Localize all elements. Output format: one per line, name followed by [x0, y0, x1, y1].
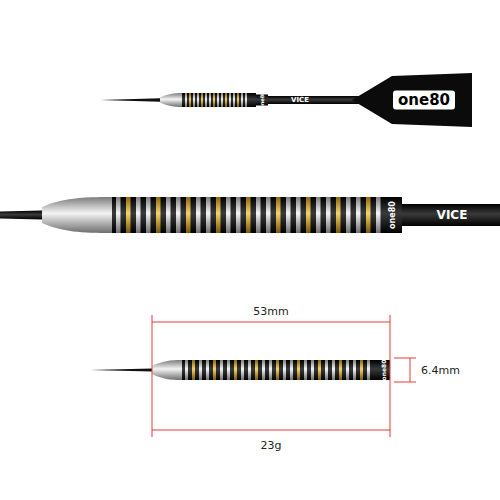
barrel-ring: [316, 197, 321, 233]
steel-point: [90, 368, 152, 371]
dimension-lines: [152, 315, 416, 437]
barrel-ring: [353, 360, 356, 380]
barrel-ring: [209, 93, 211, 107]
shaft: [402, 204, 500, 226]
barrel-ring: [297, 360, 300, 380]
barrel-ring: [241, 360, 244, 380]
barrel-ring: [146, 197, 151, 233]
barrel-ring: [296, 197, 301, 233]
flight-logo: one80: [393, 91, 455, 110]
closeup-dart: [0, 197, 500, 233]
barrel-ring: [276, 197, 281, 233]
barrel-ring: [227, 360, 230, 380]
barrel-ring: [237, 93, 239, 107]
barrel-ring: [220, 360, 223, 380]
barrel-grip: [112, 197, 402, 233]
barrel-ring: [217, 93, 219, 107]
barrel-ring: [201, 93, 203, 107]
steel-point: [0, 211, 42, 220]
dimension-dart: [90, 360, 390, 380]
shaft-logo: VICE: [291, 97, 309, 104]
barrel-ring: [276, 360, 279, 380]
barrel-ring: [256, 197, 261, 233]
barrel-ring: [248, 360, 251, 380]
flight: [352, 73, 472, 127]
barrel-ring: [136, 197, 141, 233]
barrel-ring: [185, 360, 188, 380]
barrel-ring: [236, 197, 241, 233]
barrel-ring: [339, 360, 342, 380]
barrel-ring: [225, 93, 227, 107]
barrel-ring: [336, 197, 341, 233]
barrel-ring: [196, 197, 201, 233]
barrel-ring: [226, 197, 231, 233]
barrel-ring: [233, 93, 235, 107]
barrel-ring: [332, 360, 335, 380]
barrel-ring: [325, 360, 328, 380]
barrel-ring: [356, 197, 361, 233]
barrel-ring: [156, 197, 161, 233]
barrel-brand: one80: [389, 201, 397, 229]
barrel-brand: one80: [381, 360, 387, 381]
barrel-ring: [311, 360, 314, 380]
barrel-ring: [216, 197, 221, 233]
barrel-ring: [206, 360, 209, 380]
barrel-ring: [269, 360, 272, 380]
barrel-ring: [186, 197, 191, 233]
barrel-ring: [192, 360, 195, 380]
barrel-ring: [241, 93, 243, 107]
barrel-ring: [366, 197, 371, 233]
barrel-ring: [206, 197, 211, 233]
barrel-ring: [213, 93, 215, 107]
barrel-ring: [255, 360, 258, 380]
barrel-ring: [376, 197, 381, 233]
barrel-ring: [326, 197, 331, 233]
barrel-ring: [176, 197, 181, 233]
barrel-ring: [213, 360, 216, 380]
barrel-ring: [367, 360, 370, 380]
barrel-ring: [199, 360, 202, 380]
barrel-ring: [197, 93, 199, 107]
shaft: [256, 96, 360, 104]
barrel-ring: [116, 197, 121, 233]
barrel-ring: [318, 360, 321, 380]
shaft-brand: one80: [260, 91, 265, 108]
barrel-ring: [193, 93, 195, 107]
barrel-ring: [245, 93, 247, 107]
barrel-nose: [160, 93, 182, 107]
barrel-nose: [42, 197, 112, 233]
barrel-grip: [182, 360, 390, 380]
shaft-logo: VICE: [437, 209, 468, 221]
barrel-ring: [360, 360, 363, 380]
barrel-ring: [283, 360, 286, 380]
dimension-label: 53mm: [253, 306, 288, 317]
barrel-ring: [290, 360, 293, 380]
steel-point: [100, 98, 160, 101]
barrel-ring: [229, 93, 231, 107]
barrel-ring: [189, 93, 191, 107]
barrel-ring: [304, 360, 307, 380]
barrel-ring: [126, 197, 131, 233]
dimension-label: 6.4mm: [421, 365, 460, 376]
barrel-ring: [306, 197, 311, 233]
barrel-ring: [221, 93, 223, 107]
barrel-ring: [286, 197, 291, 233]
barrel-ring: [185, 93, 187, 107]
barrel-ring: [234, 360, 237, 380]
full-dart: [100, 73, 472, 127]
dimension-label: 23g: [261, 440, 282, 451]
barrel-ring: [266, 197, 271, 233]
barrel-nose: [152, 360, 182, 380]
barrel-ring: [346, 360, 349, 380]
barrel-grip: [182, 93, 256, 107]
barrel-ring: [346, 197, 351, 233]
barrel-ring: [246, 197, 251, 233]
barrel-ring: [262, 360, 265, 380]
barrel-ring: [205, 93, 207, 107]
barrel-ring: [166, 197, 171, 233]
